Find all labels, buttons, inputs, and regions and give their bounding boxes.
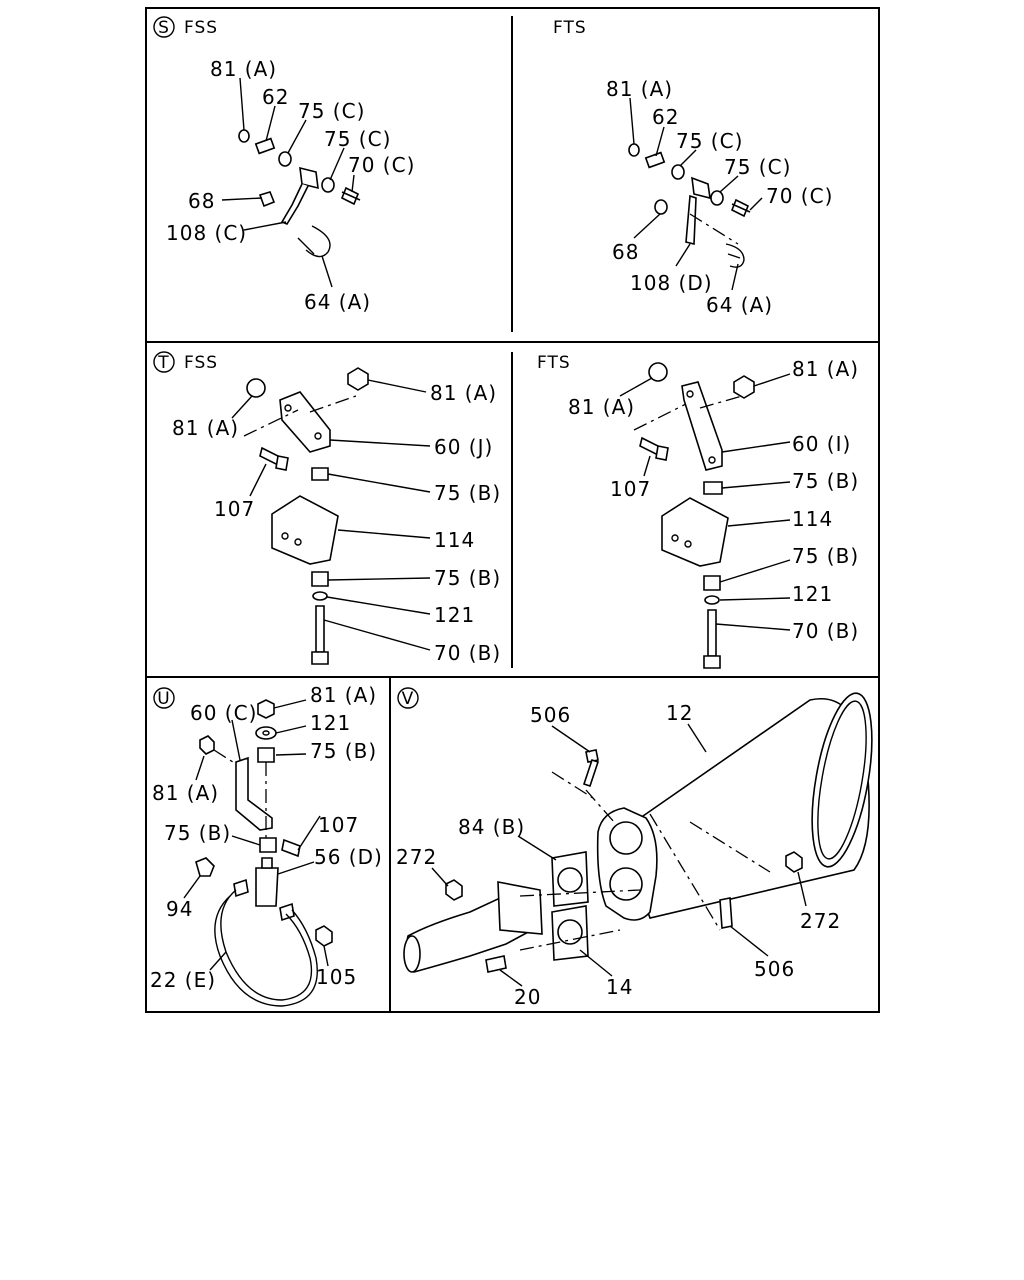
part-labels: 81 (A) 62 75 (C) 75 (C) 70 (C) 68 108 (C… — [166, 57, 415, 314]
part-label: 272 — [396, 845, 437, 869]
part-label: 81 (A) — [172, 416, 239, 440]
leader-lines — [231, 379, 431, 651]
panel-title: FTS — [553, 18, 587, 38]
section-letter: T — [157, 353, 169, 373]
section-letter: S — [158, 18, 170, 38]
parts-drawing — [238, 129, 361, 258]
panel-t-fss: T FSS — [153, 351, 501, 665]
parts-drawing — [243, 367, 369, 665]
part-label: 20 — [514, 985, 541, 1009]
parts-drawing — [403, 692, 873, 973]
part-label: 75 (B) — [792, 544, 859, 568]
part-labels: 81 (A) 62 75 (C) 75 (C) 70 (C) 68 108 (D… — [606, 77, 833, 317]
section-letter-badge — [397, 687, 419, 709]
part-label: 107 — [214, 497, 255, 521]
panel-s-fss: S FSS 81 (A) 62 75 (C) 75 ( — [153, 16, 415, 314]
leader-lines — [183, 699, 329, 971]
section-letter: V — [402, 689, 415, 709]
part-label: 64 (A) — [706, 293, 773, 317]
part-label: 70 (B) — [792, 619, 859, 643]
part-label: 75 (B) — [434, 481, 501, 505]
panel-title: FTS — [537, 353, 571, 373]
part-label: 81 (A) — [568, 395, 635, 419]
part-label: 12 — [666, 701, 693, 725]
part-label: 70 (B) — [434, 641, 501, 665]
part-label: 75 (B) — [792, 469, 859, 493]
part-label: 75 (B) — [164, 821, 231, 845]
part-label: 121 — [310, 711, 351, 735]
parts-drawing — [628, 143, 751, 268]
part-labels: 81 (A) 81 (A) 60 (I) 107 75 (B) 114 75 (… — [568, 357, 859, 643]
part-label: 70 (C) — [348, 153, 415, 177]
part-label: 75 (C) — [324, 127, 391, 151]
panel-t-fts: FTS — [537, 353, 859, 669]
part-label: 75 (C) — [298, 99, 365, 123]
part-labels: 506 12 84 (B) 272 272 506 20 14 — [396, 701, 841, 1009]
part-label: 81 (A) — [152, 781, 219, 805]
part-label: 81 (A) — [310, 683, 377, 707]
part-label: 84 (B) — [458, 815, 525, 839]
section-letter-badge — [153, 351, 175, 373]
leader-lines — [619, 373, 791, 631]
part-label: 108 (D) — [630, 271, 713, 295]
part-label: 75 (B) — [310, 739, 377, 763]
part-label: 506 — [530, 703, 571, 727]
part-label: 75 (C) — [724, 155, 791, 179]
section-letter-badge — [153, 687, 175, 709]
part-label: 22 (E) — [150, 968, 216, 992]
panel-v: V — [396, 687, 873, 1009]
part-label: 105 — [316, 965, 357, 989]
diagram-frame — [145, 7, 880, 1013]
part-label: 14 — [606, 975, 633, 999]
panel-title: FSS — [184, 18, 218, 38]
leader-lines — [629, 97, 763, 291]
part-label: 81 (A) — [792, 357, 859, 381]
part-labels: 81 (A) 60 (C) 121 75 (B) 81 (A) 107 75 (… — [150, 683, 383, 992]
part-label: 121 — [434, 603, 475, 627]
part-label: 64 (A) — [304, 290, 371, 314]
part-label: 60 (J) — [434, 435, 493, 459]
part-label: 272 — [800, 909, 841, 933]
part-label: 68 — [612, 240, 639, 264]
part-label: 60 (C) — [190, 701, 257, 725]
part-label: 68 — [188, 189, 215, 213]
parts-drawing — [195, 699, 333, 1007]
part-label: 114 — [434, 528, 475, 552]
panel-u: U — [150, 683, 383, 1007]
part-label: 107 — [610, 477, 651, 501]
part-label: 108 (C) — [166, 221, 247, 245]
part-label: 62 — [652, 105, 679, 129]
leader-lines — [221, 77, 355, 288]
part-label: 60 (I) — [792, 432, 851, 456]
part-label: 94 — [166, 897, 193, 921]
part-label: 506 — [754, 957, 795, 981]
part-label: 75 (B) — [434, 566, 501, 590]
parts-drawing — [633, 362, 755, 669]
part-label: 75 (C) — [676, 129, 743, 153]
section-letter: U — [157, 689, 170, 709]
leader-lines — [431, 723, 807, 987]
panel-s-fts: FTS 81 (A) 62 75 (C) 75 — [553, 18, 833, 317]
part-label: 81 (A) — [210, 57, 277, 81]
part-label: 107 — [318, 813, 359, 837]
part-label: 62 — [262, 85, 289, 109]
part-label: 114 — [792, 507, 833, 531]
part-labels: 81 (A) 81 (A) 60 (J) 107 75 (B) 114 75 (… — [172, 381, 501, 665]
part-label: 70 (C) — [766, 184, 833, 208]
part-label: 56 (D) — [314, 845, 383, 869]
section-letter-badge — [153, 16, 175, 38]
panel-title: FSS — [184, 353, 218, 373]
part-label: 121 — [792, 582, 833, 606]
part-label: 81 (A) — [606, 77, 673, 101]
part-label: 81 (A) — [430, 381, 497, 405]
